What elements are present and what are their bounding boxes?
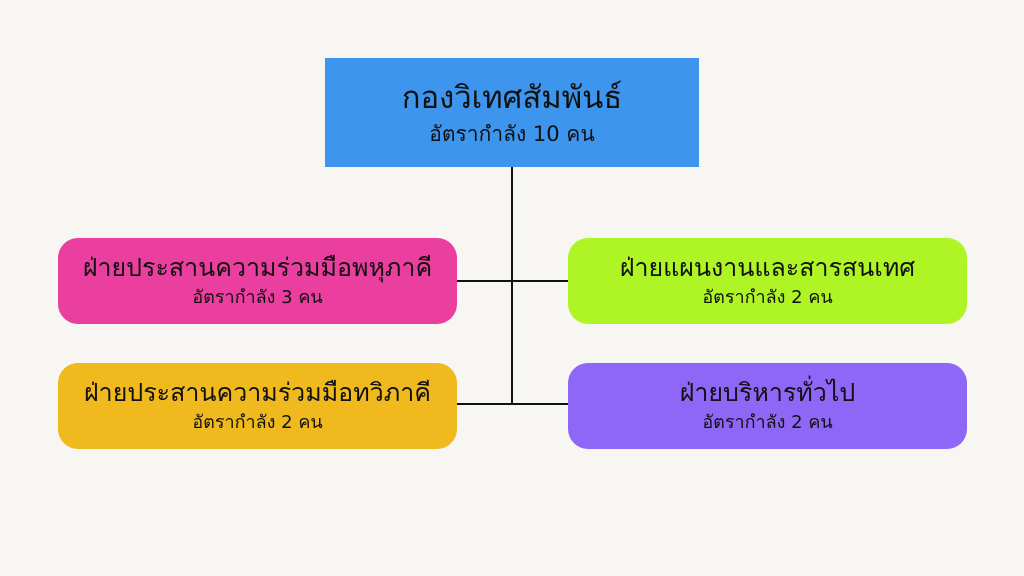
root-title: กองวิเทศสัมพันธ์ [401, 79, 623, 116]
child-node-multilateral-cooperation: ฝ่ายประสานความร่วมมือพหุภาคี อัตรากำลัง … [58, 238, 457, 324]
child-headcount: อัตรากำลัง 2 คน [702, 287, 833, 308]
child-node-bilateral-cooperation: ฝ่ายประสานความร่วมมือทวิภาคี อัตรากำลัง … [58, 363, 457, 449]
child-title: ฝ่ายประสานความร่วมมือพหุภาคี [82, 253, 433, 282]
child-headcount: อัตรากำลัง 3 คน [192, 287, 323, 308]
child-headcount: อัตรากำลัง 2 คน [192, 412, 323, 433]
child-title: ฝ่ายแผนงานและสารสนเทศ [619, 253, 916, 282]
root-headcount: อัตรากำลัง 10 คน [429, 121, 595, 146]
child-node-planning-and-information: ฝ่ายแผนงานและสารสนเทศ อัตรากำลัง 2 คน [568, 238, 967, 324]
child-title: ฝ่ายบริหารทั่วไป [679, 378, 856, 407]
child-headcount: อัตรากำลัง 2 คน [702, 412, 833, 433]
child-node-general-administration: ฝ่ายบริหารทั่วไป อัตรากำลัง 2 คน [568, 363, 967, 449]
child-title: ฝ่ายประสานความร่วมมือทวิภาคี [84, 378, 431, 407]
root-node-international-relations-division: กองวิเทศสัมพันธ์ อัตรากำลัง 10 คน [325, 58, 699, 167]
